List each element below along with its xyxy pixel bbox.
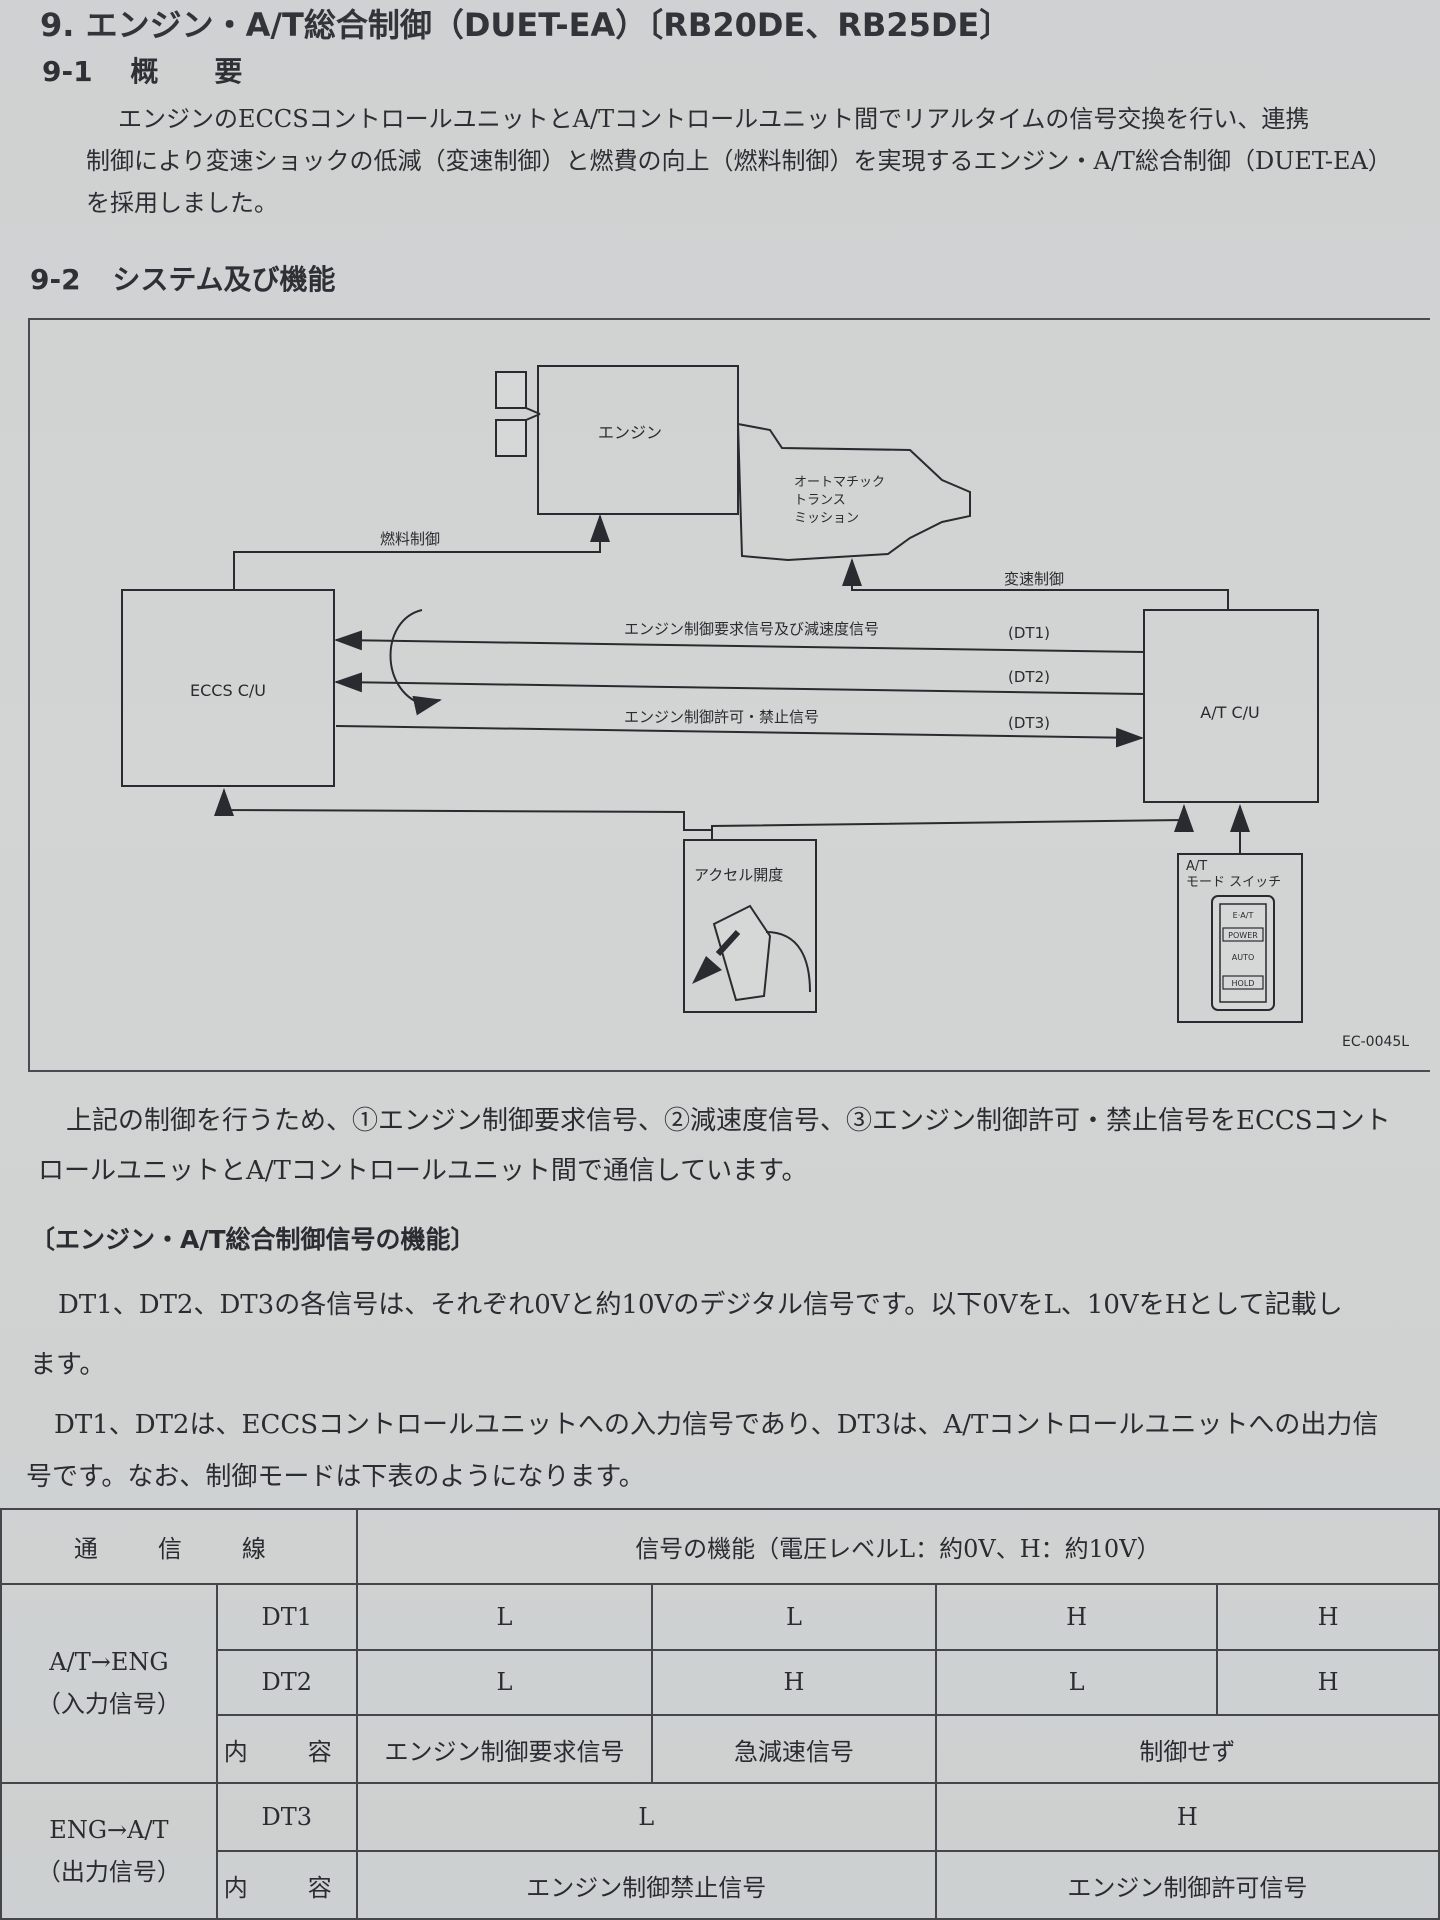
content-out-2: エンジン制御許可信号 <box>934 1850 1440 1920</box>
dt1-row-label: DT1 <box>215 1582 358 1651</box>
eccs-cu-label: ECCS C/U <box>190 681 266 700</box>
dt3-label: (DT3) <box>1008 714 1050 732</box>
cooling-fan-icon <box>495 371 541 457</box>
dt2-label: (DT2) <box>1008 668 1050 686</box>
accel-label: アクセル開度 <box>694 866 783 884</box>
fuel-control-line <box>233 514 610 590</box>
content-in-3: 制御せず <box>934 1714 1440 1785</box>
transmission-label-3: ミッション <box>794 511 859 526</box>
dt2-value-1: L <box>355 1648 654 1717</box>
dt2-row-label: DT2 <box>215 1648 358 1717</box>
switch-label-hold: HOLD <box>1232 979 1255 988</box>
body-para1-line1: 上記の制御を行うため、①エンジン制御要求信号、②減速度信号、③エンジン制御許可・… <box>66 1106 1391 1136</box>
engine-label: エンジン <box>598 423 662 442</box>
dt2-value-2: H <box>651 1648 937 1717</box>
overview-line-2: 制御により変速ショックの低減（変速制御）と燃費の向上（燃料制御）を実現するエンジ… <box>86 147 1392 175</box>
accel-to-at-line <box>711 804 1194 840</box>
system-title: システム及び機能 <box>112 263 336 296</box>
mode-switch-icon: E·A/T POWER AUTO HOLD <box>1211 895 1275 1011</box>
dt3-line <box>335 725 1144 748</box>
rotation-arrow-icon <box>389 609 442 716</box>
system-diagram-frame: エンジン オートマチック トランス ミッション ECCS C/U A/T C/U… <box>28 318 1430 1072</box>
dt1-value-1: L <box>355 1582 654 1651</box>
body-para2-line1: DT1、DT2、DT3の各信号は、それぞれ0Vと約10Vのデジタル信号です。以下… <box>58 1290 1343 1320</box>
content-out-1: エンジン制御禁止信号 <box>355 1850 937 1920</box>
accel-box <box>683 839 817 1013</box>
section-heading: 9. エンジン・A/T総合制御（DUET-EA）〔RB20DE、RB25DE〕 <box>40 6 1012 44</box>
body-para3-line2: 号です。なお、制御モードは下表のようになります。 <box>26 1462 645 1492</box>
dt3-value-1: L <box>355 1782 937 1853</box>
system-heading: 9-2 システム及び機能 <box>30 258 336 298</box>
overview-title: 概 要 <box>130 55 243 88</box>
content-in-1: エンジン制御要求信号 <box>355 1714 654 1785</box>
content-in-label: 内 容 <box>215 1714 358 1785</box>
control-mode-table: 通 信 線 信号の機能（電圧レベルL：約0V、H：約10V） A/T→ENG （… <box>0 1508 1440 1920</box>
dt1-value-3: H <box>934 1582 1219 1651</box>
transmission-label-2: トランス <box>794 493 846 508</box>
shift-control-line <box>842 558 1229 610</box>
system-number: 9-2 <box>30 263 81 296</box>
transmission-shape <box>736 422 971 562</box>
dt1-label: (DT1) <box>1008 624 1050 642</box>
transmission-label-1: オートマチック <box>794 475 885 490</box>
content-out-label: 内 容 <box>215 1850 358 1920</box>
dt1-line <box>334 630 1145 653</box>
body-para3-line1: DT1、DT2は、ECCSコントロールユニットへの入力信号であり、DT3は、A/… <box>54 1410 1379 1440</box>
shift-control-label: 変速制御 <box>1004 570 1064 588</box>
header-signal-function: 信号の機能（電圧レベルL：約0V、H：約10V） <box>355 1508 1440 1585</box>
content-in-2: 急減速信号 <box>651 1714 937 1785</box>
header-comm-line: 通 信 線 <box>0 1508 358 1585</box>
switch-label-auto: AUTO <box>1232 953 1255 962</box>
overview-line-3: を採用しました。 <box>86 189 278 217</box>
dt1-signal-label: エンジン制御要求信号及び減速度信号 <box>624 620 879 638</box>
dt1-value-2: L <box>651 1582 937 1651</box>
switch-label-power: POWER <box>1228 931 1258 940</box>
accel-to-eccs-line <box>214 788 713 840</box>
mode-switch-label-1: A/T <box>1186 859 1207 874</box>
overview-heading: 9-1 概 要 <box>42 50 242 90</box>
mode-switch-box <box>1177 853 1303 1023</box>
dt2-line <box>334 672 1145 695</box>
dt1-value-4: H <box>1216 1582 1440 1651</box>
mode-switch-label-2: モード スイッチ <box>1186 875 1281 890</box>
body-para2-line2: ます。 <box>30 1350 106 1380</box>
overview-paragraph: エンジンのECCSコントロールユニットとA/Tコントロールユニット間でリアルタイ… <box>86 98 1392 224</box>
eccs-cu-box <box>121 589 335 787</box>
fuel-control-label: 燃料制御 <box>380 530 440 548</box>
at-cu-label: A/T C/U <box>1200 703 1259 722</box>
switch-label-eat: E·A/T <box>1233 911 1254 920</box>
dt3-value-2: H <box>934 1782 1440 1853</box>
eng-at-cell: ENG→A/T （出力信号） <box>0 1782 218 1920</box>
function-heading: 〔エンジン・A/T総合制御信号の機能〕 <box>30 1225 476 1254</box>
overview-line-1: エンジンのECCSコントロールユニットとA/Tコントロールユニット間でリアルタイ… <box>118 105 1310 133</box>
system-diagram: エンジン オートマチック トランス ミッション ECCS C/U A/T C/U… <box>121 365 1409 1050</box>
dt2-value-4: H <box>1216 1648 1440 1717</box>
dt3-signal-label: エンジン制御許可・禁止信号 <box>624 708 819 726</box>
overview-number: 9-1 <box>42 55 93 88</box>
at-eng-cell: A/T→ENG （入力信号） <box>0 1582 218 1785</box>
dt2-value-3: L <box>934 1648 1219 1717</box>
dt3-row-label: DT3 <box>215 1782 358 1853</box>
accelerator-pedal-icon <box>692 904 811 1002</box>
figure-id: EC-0045L <box>1342 1034 1409 1050</box>
at-cu-box <box>1143 609 1319 803</box>
body-para1-line2: ロールユニットとA/Tコントロールユニット間で通信しています。 <box>38 1156 808 1186</box>
